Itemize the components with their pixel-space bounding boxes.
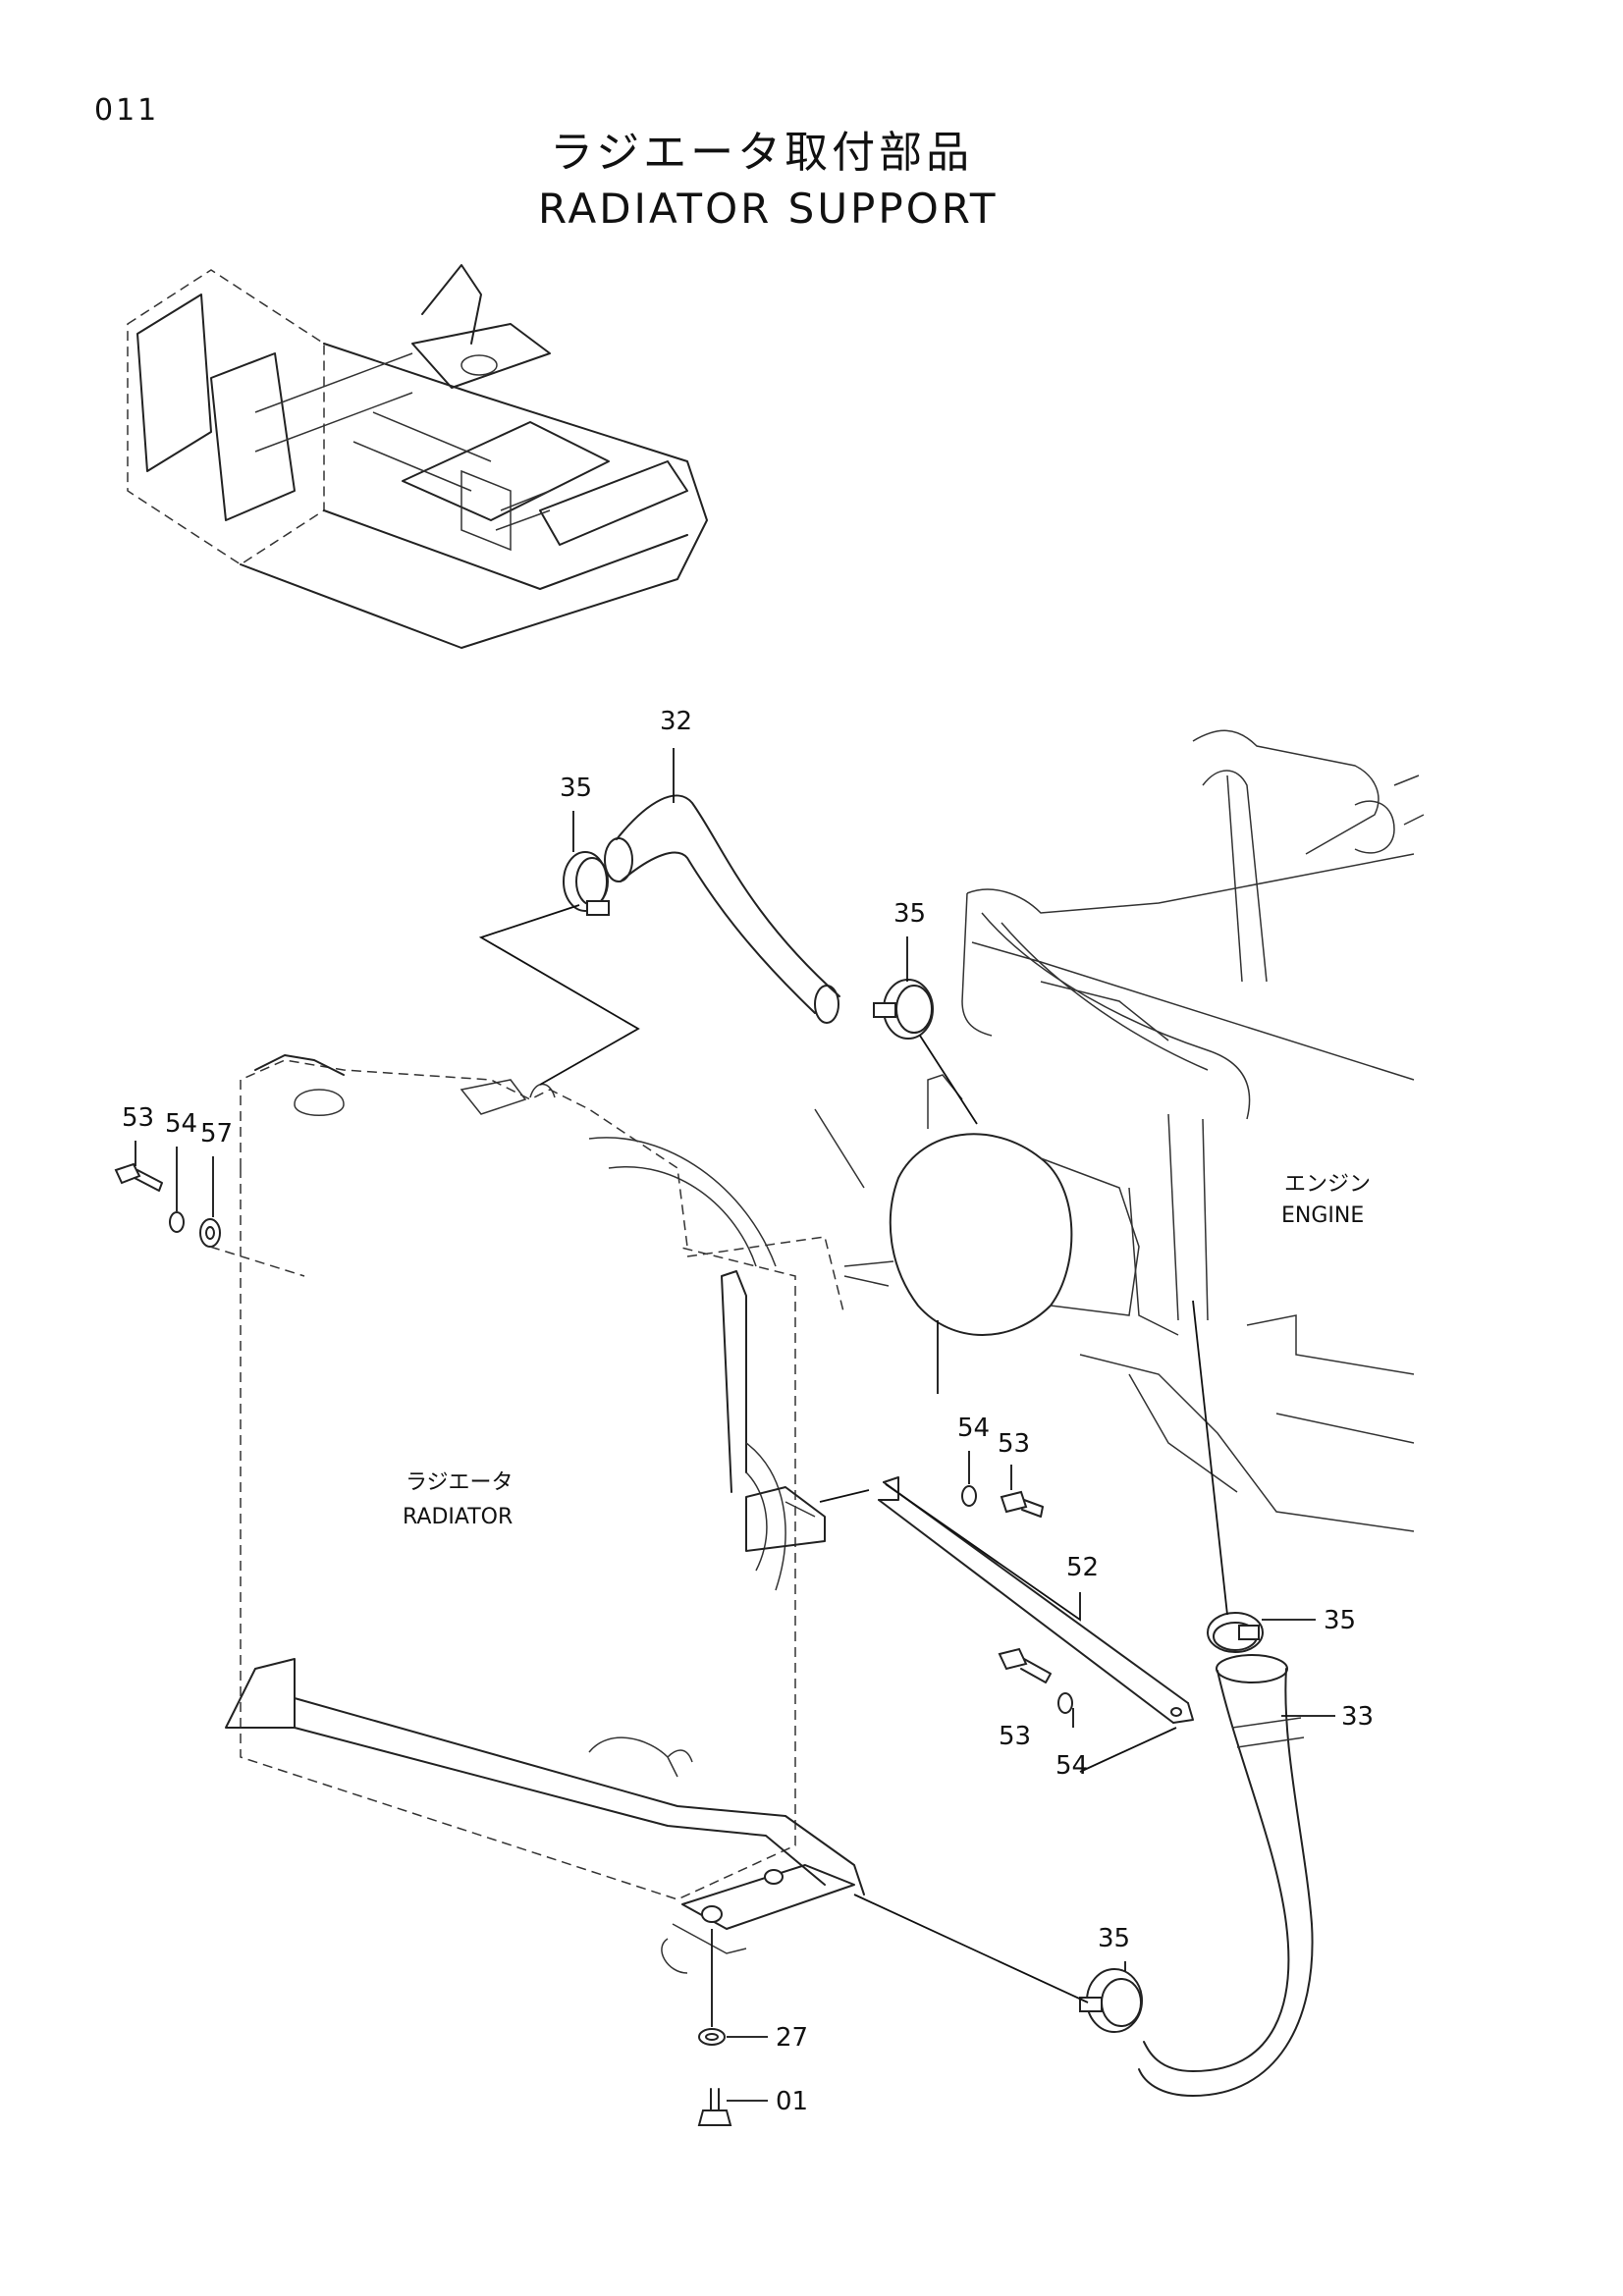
radiator-label-japanese: ラジエータ (406, 1470, 514, 1495)
callout-32: 32 (660, 707, 693, 736)
callout-27: 27 (776, 2023, 809, 2053)
callout-52: 52 (1066, 1553, 1100, 1582)
page-title-japanese: ラジエータ取付部品 (550, 128, 974, 178)
leader-lines (135, 748, 1335, 2102)
callout-53: 53 (999, 1722, 1032, 1751)
callout-54: 54 (957, 1414, 991, 1443)
callout-35: 35 (560, 774, 593, 803)
bolt-53-upper-left (114, 1162, 163, 1192)
page-number: 011 (94, 93, 160, 128)
radiator-illustration (225, 1054, 865, 1974)
callout-33: 33 (1341, 1702, 1375, 1732)
spring-washer-54-left (169, 1211, 185, 1233)
upper-radiator-hose-32 (604, 794, 840, 1024)
callout-35: 35 (1098, 1924, 1131, 1953)
callout-57: 57 (200, 1119, 234, 1148)
callout-35: 35 (1324, 1606, 1357, 1635)
hose-clamp-35-middle-right (1207, 1612, 1264, 1653)
engine-label-english: ENGINE (1281, 1203, 1365, 1228)
hose-clamp-35-upper-right (873, 979, 934, 1040)
bolt-53-middle (1000, 1490, 1044, 1518)
callout-35: 35 (893, 899, 927, 929)
spring-washer-54-middle (961, 1485, 977, 1507)
callout-54: 54 (1055, 1751, 1089, 1781)
page-title-english: RADIATOR SUPPORT (538, 185, 999, 233)
washer-27 (698, 2028, 726, 2046)
bolt-53-lower (998, 1647, 1052, 1683)
callout-54: 54 (165, 1109, 198, 1139)
callout-53: 53 (998, 1429, 1031, 1459)
spring-washer-54-lower (1057, 1692, 1073, 1714)
callout-01: 01 (776, 2087, 809, 2116)
hose-clamp-35-upper-left (563, 851, 610, 916)
bolt-01 (697, 2088, 732, 2126)
callout-53: 53 (122, 1103, 155, 1133)
hose-clamp-35-lower (1079, 1968, 1143, 2033)
engine-label-japanese: エンジン (1284, 1172, 1372, 1197)
excavator-overview-illustration (127, 264, 708, 649)
radiator-label-english: RADIATOR (403, 1505, 514, 1529)
engine-illustration (814, 729, 1425, 1532)
lower-radiator-hose-33 (1138, 1654, 1314, 2097)
washer-57 (199, 1218, 221, 1248)
